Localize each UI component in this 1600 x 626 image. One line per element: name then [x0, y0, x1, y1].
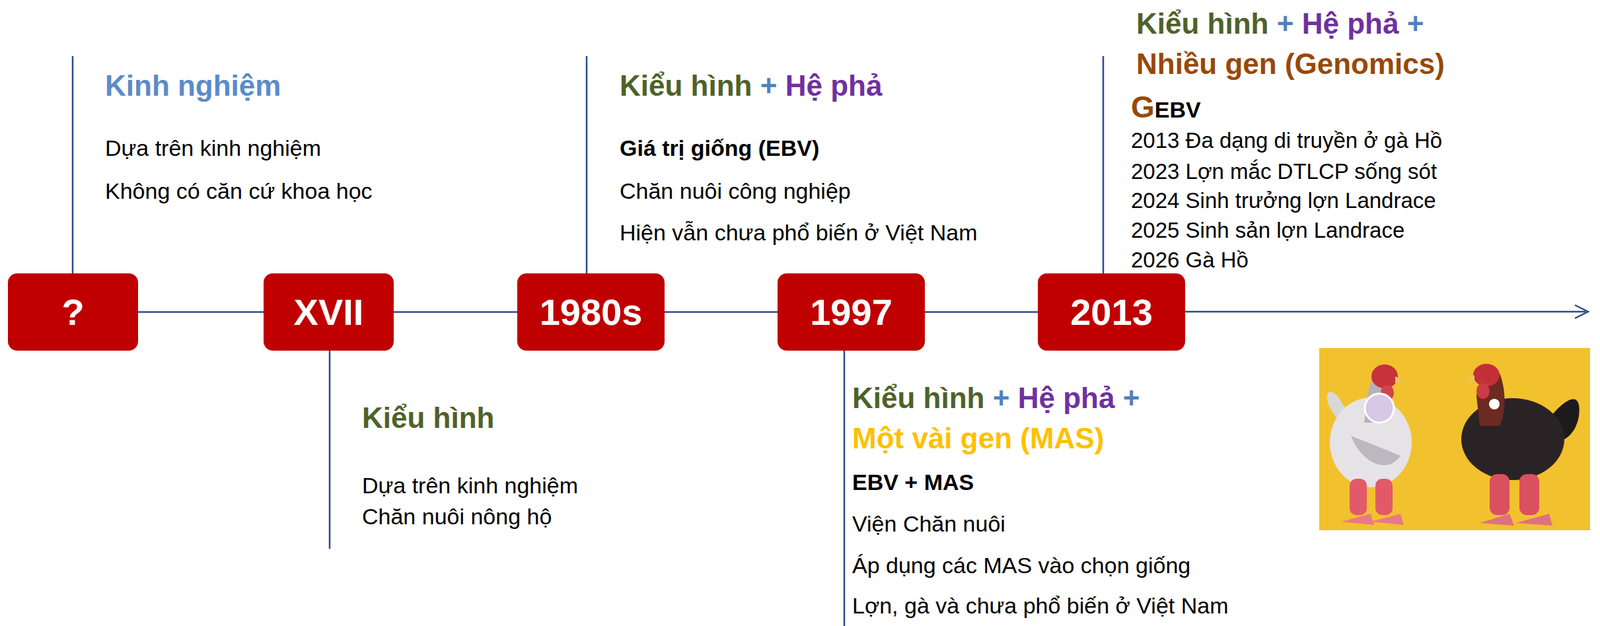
- stage-heading: +: [1123, 381, 1141, 416]
- stage-heading: Hệ phả: [1302, 6, 1400, 41]
- year-label: 2013: [1070, 290, 1153, 334]
- stage-note: Chăn nuôi nông hộ: [362, 503, 552, 530]
- text-line: Viện Chăn nuôi: [852, 510, 1006, 538]
- leader-line: [843, 350, 846, 626]
- stage-note: EBV + MAS: [852, 469, 974, 496]
- arrow-head: [1574, 305, 1589, 319]
- text-line: 2013 Đa dạng di truyền ở gà Hồ: [1130, 127, 1443, 154]
- text-line: Dựa trên kinh nghiệm: [362, 472, 579, 499]
- text-line: Một vài gen (MAS): [852, 421, 1104, 456]
- stage-heading: Nhiều gen (Genomics): [1136, 46, 1445, 82]
- text-line: Kinh nghiệm: [105, 68, 281, 104]
- stage-heading: Kiểu hình: [852, 381, 985, 416]
- year-box: 1980s: [517, 273, 665, 351]
- timeline-segment: [393, 311, 518, 314]
- dark-chicken: [1461, 363, 1580, 526]
- year-label: 1980s: [539, 290, 643, 334]
- text-line: GEBV: [1130, 90, 1201, 124]
- year-box: ?: [7, 273, 139, 351]
- stage-note: Hiện vẫn chưa phổ biến ở Việt Nam: [619, 219, 978, 246]
- timeline-segment: [138, 311, 264, 314]
- stage-heading: Kinh nghiệm: [105, 68, 281, 104]
- text-line: Dựa trên kinh nghiệm: [105, 134, 322, 162]
- text-line: Lợn, gà và chưa phổ biến ở Việt Nam: [852, 592, 1229, 619]
- year-label: 1997: [809, 290, 893, 334]
- stage-note: Chăn nuôi công nghiệp: [619, 177, 851, 205]
- leader-line: [1102, 56, 1105, 274]
- stage-heading: +: [992, 381, 1011, 416]
- text-line: 2024 Sinh trưởng lợn Landrace: [1130, 187, 1437, 215]
- text-line: Kiểu hình+Hệ phả+: [852, 381, 1140, 416]
- text-line: Kiểu hình+Hệ phả: [619, 68, 882, 104]
- leader-line: [585, 56, 588, 274]
- stage-note: Lợn, gà và chưa phổ biến ở Việt Nam: [852, 592, 1229, 619]
- stage-heading: Một vài gen (MAS): [852, 421, 1104, 456]
- year-box: 1997: [777, 273, 925, 351]
- stage-note: G: [1130, 90, 1155, 124]
- stage-note: EBV: [1154, 93, 1201, 127]
- stage-heading: +: [1276, 6, 1295, 41]
- stage-heading: Hệ phả: [1018, 381, 1116, 416]
- year-label: ?: [61, 290, 84, 334]
- leader-line: [72, 56, 74, 274]
- stage-note: Giá trị giống (EBV): [619, 134, 820, 162]
- white-chicken: [1327, 364, 1412, 526]
- stage-heading: +: [760, 68, 778, 104]
- year-box: 2013: [1037, 273, 1186, 351]
- stage-note: Áp dụng các MAS vào chọn giống: [852, 552, 1191, 579]
- leader-line: [328, 350, 331, 549]
- text-line: Không có căn cứ khoa học: [105, 177, 373, 205]
- year-label: XVII: [293, 290, 364, 334]
- stage-note: Dựa trên kinh nghiệm: [105, 134, 322, 162]
- timeline-segment: [664, 311, 778, 314]
- photo-background: [1319, 348, 1591, 531]
- stage-note: 2024 Sinh trưởng lợn Landrace: [1130, 187, 1437, 215]
- text-line: Áp dụng các MAS vào chọn giống: [852, 552, 1191, 579]
- text-line: Chăn nuôi nông hộ: [362, 503, 552, 530]
- stage-heading: Kiểu hình: [619, 68, 752, 104]
- stage-note: Viện Chăn nuôi: [852, 510, 1006, 538]
- stage-note: 2025 Sinh sản lợn Landrace: [1130, 217, 1405, 244]
- text-line: EBV + MAS: [852, 469, 974, 496]
- text-line: 2025 Sinh sản lợn Landrace: [1130, 217, 1405, 244]
- timeline-segment: [924, 311, 1038, 314]
- text-line: Kiểu hình+Hệ phả+: [1136, 6, 1424, 41]
- year-box: XVII: [263, 273, 394, 351]
- stage-note: Dựa trên kinh nghiệm: [362, 472, 579, 499]
- stage-note: 2013 Đa dạng di truyền ở gà Hồ: [1130, 127, 1443, 154]
- stage-heading: +: [1407, 6, 1425, 41]
- text-line: 2026 Gà Hồ: [1130, 247, 1249, 274]
- stage-heading: Kiểu hình: [362, 400, 495, 436]
- stage-heading: Hệ phả: [785, 68, 883, 104]
- stage-note: 2026 Gà Hồ: [1130, 247, 1249, 274]
- stage-heading: Kiểu hình: [1136, 6, 1269, 41]
- stage-note: 2023 Lợn mắc DTLCP sống sót: [1130, 158, 1437, 185]
- text-line: Kiểu hình: [362, 400, 495, 436]
- text-line: Giá trị giống (EBV): [619, 134, 820, 162]
- text-line: Hiện vẫn chưa phổ biến ở Việt Nam: [619, 219, 978, 246]
- timeline-arrow: [1185, 311, 1586, 314]
- text-line: Chăn nuôi công nghiệp: [619, 177, 851, 205]
- text-line: Nhiều gen (Genomics): [1136, 46, 1445, 82]
- text-line: 2023 Lợn mắc DTLCP sống sót: [1130, 158, 1437, 185]
- stage-note: Không có căn cứ khoa học: [105, 177, 373, 205]
